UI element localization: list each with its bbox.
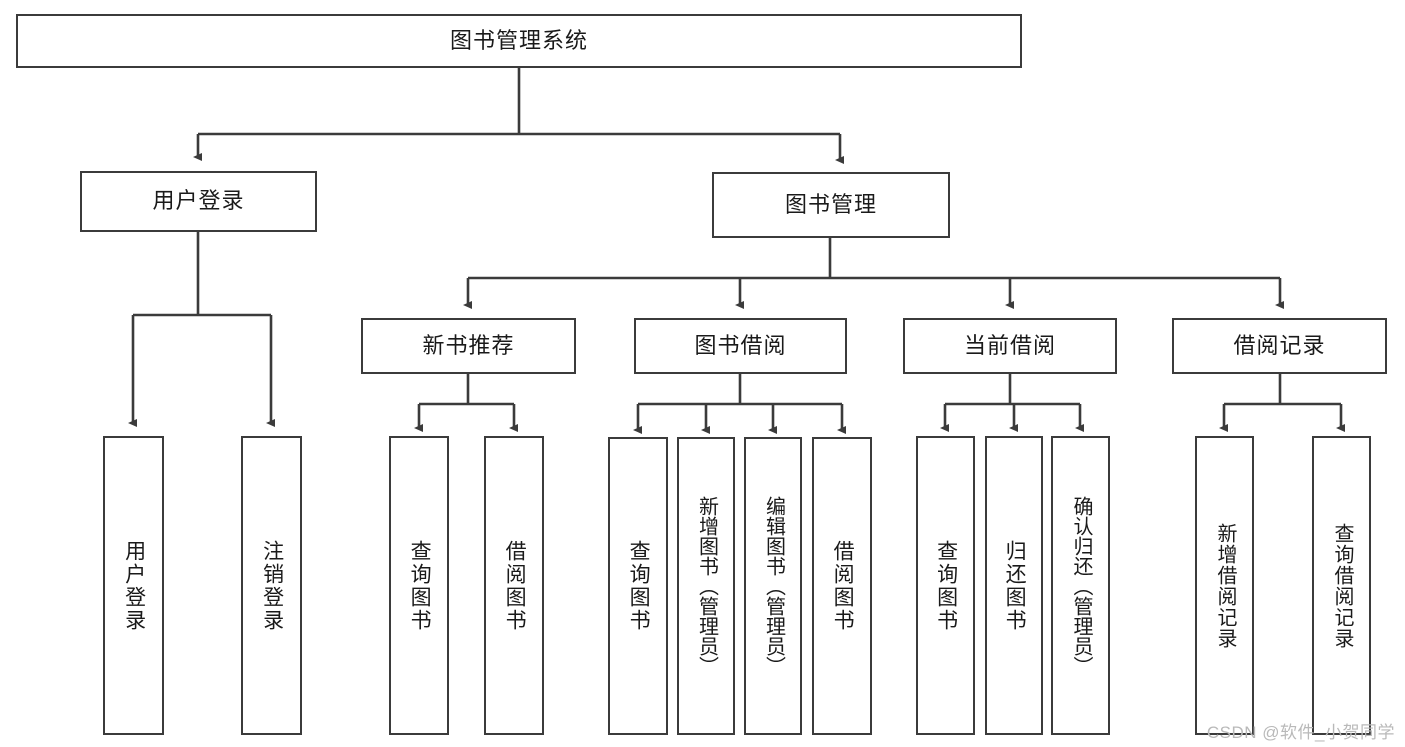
node-book-borrow-label: 图书借阅	[694, 332, 787, 358]
node-new-book-recommend[interactable]: 新书推荐	[361, 318, 576, 374]
leaf-query-record[interactable]: 查询借阅记录	[1312, 436, 1371, 735]
leaf-logout-login-label: 注销登录	[260, 539, 284, 632]
leaf-user-login-label: 用户登录	[122, 539, 146, 632]
leaf-borrow-book-2-label: 借阅图书	[831, 540, 855, 632]
leaf-user-login[interactable]: 用户登录	[103, 436, 164, 735]
node-root-label: 图书管理系统	[449, 27, 588, 53]
leaf-borrow-book-1[interactable]: 借阅图书	[484, 436, 544, 735]
csdn-watermark: CSDN @软件_小贺同学	[1206, 723, 1395, 742]
leaf-query-book-3[interactable]: 查询图书	[916, 436, 975, 735]
node-user-login-label: 用户登录	[152, 188, 245, 214]
leaf-edit-book-label: 编辑图书（管理员）	[762, 496, 785, 676]
leaf-borrow-book-2[interactable]: 借阅图书	[812, 437, 872, 735]
leaf-query-book-1[interactable]: 查询图书	[389, 436, 449, 735]
leaf-add-record[interactable]: 新增借阅记录	[1195, 436, 1254, 735]
leaf-return-book-label: 归还图书	[1003, 539, 1027, 632]
leaf-add-book-label: 新增图书（管理员）	[695, 496, 718, 676]
leaf-query-book-3-label: 查询图书	[934, 539, 958, 632]
node-new-book-recommend-label: 新书推荐	[422, 332, 515, 358]
node-borrow-record[interactable]: 借阅记录	[1172, 318, 1387, 374]
leaf-query-record-label: 查询借阅记录	[1331, 522, 1353, 649]
leaf-borrow-book-1-label: 借阅图书	[503, 539, 527, 632]
leaf-confirm-return-label: 确认归还（管理员）	[1070, 495, 1092, 676]
node-book-borrow[interactable]: 图书借阅	[634, 318, 847, 374]
node-user-login[interactable]: 用户登录	[80, 171, 317, 232]
node-book-manage[interactable]: 图书管理	[712, 172, 950, 238]
leaf-confirm-return[interactable]: 确认归还（管理员）	[1051, 436, 1110, 735]
leaf-return-book[interactable]: 归还图书	[985, 436, 1043, 735]
leaf-query-book-2[interactable]: 查询图书	[608, 437, 668, 735]
leaf-query-book-2-label: 查询图书	[627, 540, 651, 632]
node-current-borrow[interactable]: 当前借阅	[903, 318, 1117, 374]
leaf-logout-login[interactable]: 注销登录	[241, 436, 302, 735]
leaf-add-book[interactable]: 新增图书（管理员）	[677, 437, 735, 735]
leaf-query-book-1-label: 查询图书	[408, 539, 432, 632]
node-borrow-record-label: 借阅记录	[1233, 332, 1326, 358]
leaf-edit-book[interactable]: 编辑图书（管理员）	[744, 437, 802, 735]
node-book-manage-label: 图书管理	[784, 191, 877, 217]
node-current-borrow-label: 当前借阅	[963, 332, 1056, 358]
node-root[interactable]: 图书管理系统	[16, 14, 1022, 68]
leaf-add-record-label: 新增借阅记录	[1214, 522, 1236, 649]
